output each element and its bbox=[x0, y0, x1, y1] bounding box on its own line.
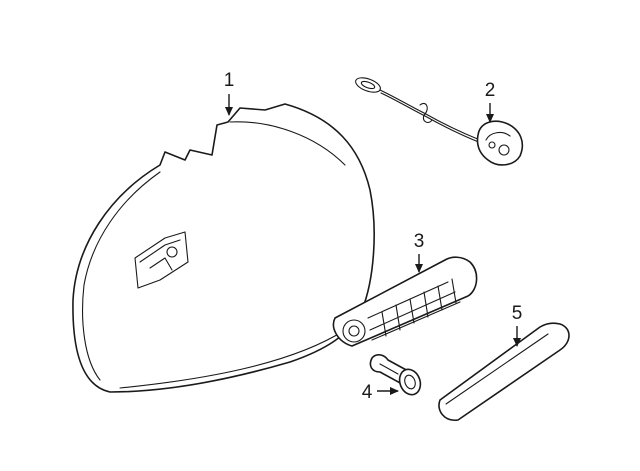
part-2-release-cable bbox=[355, 77, 524, 166]
callout-3: 3 bbox=[414, 231, 425, 252]
callout-2: 2 bbox=[485, 80, 496, 101]
part-4-bolt bbox=[369, 354, 422, 396]
part-5-pad bbox=[438, 322, 570, 421]
part-3-handle-bracket bbox=[332, 256, 478, 347]
callout-5: 5 bbox=[512, 303, 523, 324]
callout-4: 4 bbox=[362, 382, 373, 403]
callout-1: 1 bbox=[224, 70, 235, 91]
part-1-trim-panel bbox=[72, 103, 375, 393]
